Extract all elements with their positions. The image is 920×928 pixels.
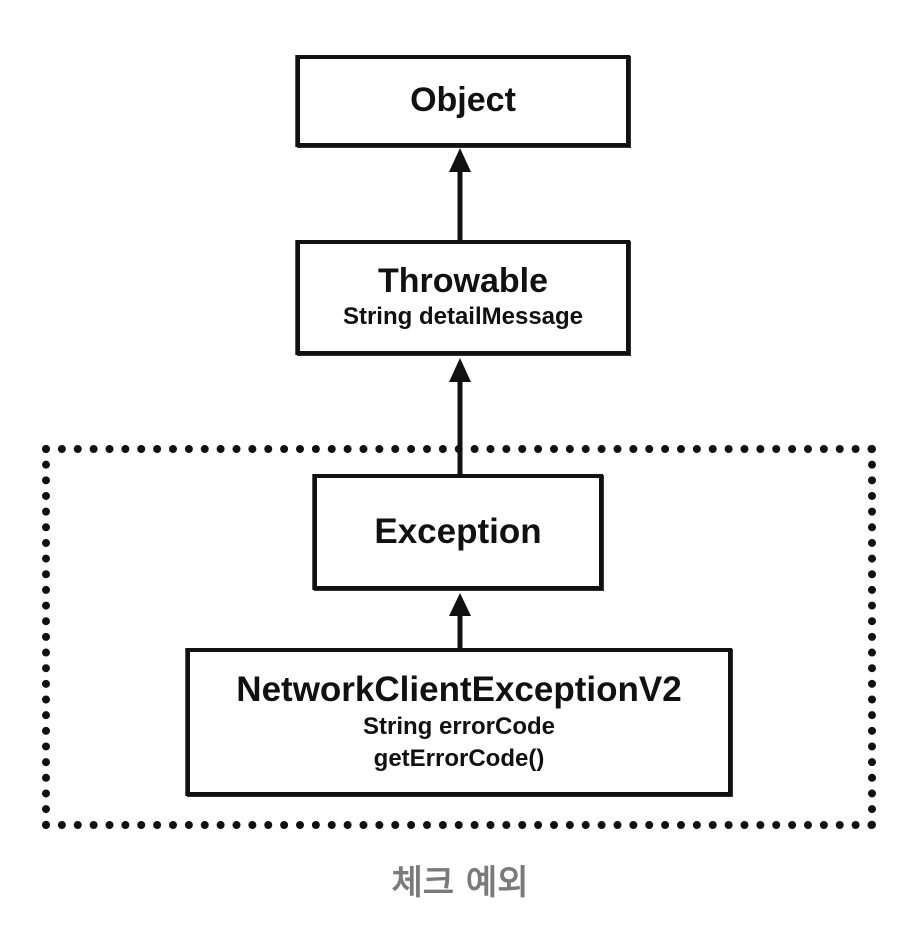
arrowhead-object [449, 148, 471, 172]
object-class-box: Object [296, 55, 630, 147]
object-class-title: Object [410, 81, 516, 120]
network-client-exception-v2-box: NetworkClientExceptionV2 String errorCod… [186, 648, 732, 796]
arrowhead-exception [449, 593, 471, 616]
throwable-class-box: Throwable String detailMessage [296, 240, 630, 355]
throwable-field-detail-message: String detailMessage [342, 302, 584, 330]
arrowhead-throwable [449, 358, 471, 382]
network-method-get-error-code: getErrorCode() [373, 745, 545, 772]
exception-class-box: Exception [313, 474, 603, 590]
throwable-class-title: Throwable [377, 261, 549, 300]
network-field-error-code: String errorCode [362, 712, 556, 740]
group-caption: 체크 예외 [391, 863, 529, 903]
network-client-exception-v2-title: NetworkClientExceptionV2 [236, 669, 682, 709]
exception-class-title: Exception [374, 511, 542, 551]
